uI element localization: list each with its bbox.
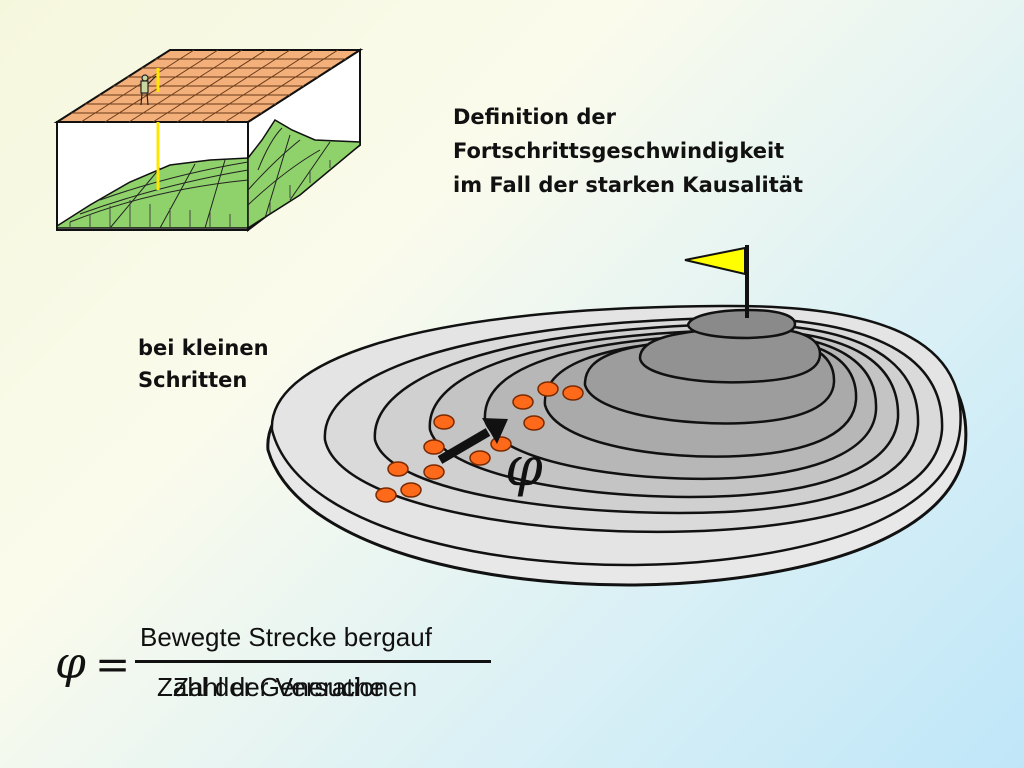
formula-equals: =	[95, 640, 131, 689]
trial-dot	[537, 381, 559, 397]
trial-dot	[523, 415, 545, 431]
trial-dot	[387, 461, 409, 477]
fraction-bar	[135, 660, 491, 663]
formula-lhs: φ	[55, 638, 86, 689]
terrain-block-illustration	[53, 48, 364, 233]
note-line-2: Schritten	[138, 368, 248, 392]
formula-denominator-overlap: Zahl der Generationen	[157, 672, 418, 702]
formula-numerator: Bewegte Strecke bergauf	[140, 622, 432, 652]
note-line-1: bei kleinen	[138, 336, 269, 360]
slide-title: Definition der Fortschrittsgeschwindigke…	[453, 100, 803, 202]
speed-formula: φ = Bewegte Strecke bergauf Zahl der Gen…	[55, 620, 515, 710]
person-icon	[140, 74, 157, 106]
title-line-2: Fortschrittsgeschwindigkeit	[453, 139, 785, 163]
flag-icon	[684, 246, 746, 276]
trial-dot	[562, 385, 584, 401]
phi-symbol: φ	[505, 435, 543, 498]
title-line-1: Definition der	[453, 105, 616, 129]
title-line-3: im Fall der starken Kausalität	[453, 173, 804, 197]
trial-dot	[423, 439, 445, 455]
direction-arrow	[437, 418, 508, 464]
trial-dot	[400, 482, 422, 498]
trial-dot	[469, 450, 491, 466]
trial-dot	[423, 464, 445, 480]
trial-dot	[375, 487, 397, 503]
trial-dot	[433, 414, 455, 430]
trial-dot	[512, 394, 534, 410]
step-size-note: bei kleinen Schritten	[138, 332, 269, 396]
formula-denominator: Zahl der Versuche	[173, 672, 385, 702]
